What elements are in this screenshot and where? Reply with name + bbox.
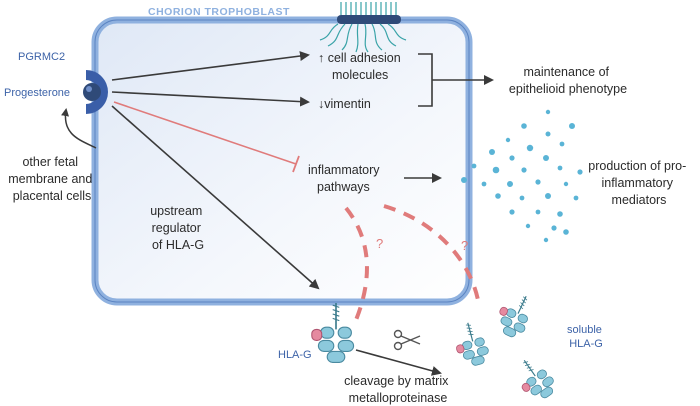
- source-label: other fetal membrane and placental cells: [8, 155, 96, 203]
- vimentin-arrow: [111, 91, 310, 107]
- mediators-label: production of pro- inflammatory mediator…: [588, 159, 689, 207]
- inhibit-bar: [292, 155, 300, 173]
- inflammatory-label: inflammatory pathways: [308, 163, 383, 194]
- bracket: [418, 53, 474, 107]
- ligand-label: Progesterone: [4, 87, 70, 99]
- cell-membrane: [91, 16, 473, 306]
- adhesion-complex-icon: [319, 2, 407, 53]
- inhibit-line: [113, 101, 297, 165]
- cleavage-arrow: [355, 349, 442, 376]
- soluble-label: soluble HLA-G: [567, 324, 605, 350]
- soluble-hlag-icon-2: [491, 288, 539, 342]
- hlag-membrane-icon: [310, 302, 355, 364]
- source-arrow: [61, 108, 97, 149]
- receptor-label: PGRMC2: [18, 51, 65, 63]
- soluble-hlag-icon-1: [450, 318, 492, 370]
- scissors-icon: [393, 329, 421, 351]
- phenotype-label: maintenance of epithelioid phenotype: [509, 65, 627, 96]
- soluble-hlag-icon-3: [509, 352, 561, 406]
- vimentin-label: ↓vimentin: [318, 97, 371, 111]
- mediator-dots: [461, 109, 583, 243]
- regulator-arrow: [111, 105, 320, 290]
- pgrmc2-receptor-icon: [83, 70, 108, 114]
- question-mark-right: ?: [461, 238, 468, 253]
- cleavage-label: cleavage by matrix metalloproteinase: [344, 374, 452, 405]
- regulator-label: upstream regulator of HLA-G: [150, 204, 206, 252]
- question-mark-left: ?: [376, 236, 383, 251]
- cell-title: CHORION TROPHOBLAST: [148, 6, 290, 18]
- adhesion-label: ↑ cell adhesion molecules: [318, 51, 404, 82]
- adhesion-arrow: [111, 51, 310, 81]
- hlag-label: HLA-G: [278, 349, 312, 361]
